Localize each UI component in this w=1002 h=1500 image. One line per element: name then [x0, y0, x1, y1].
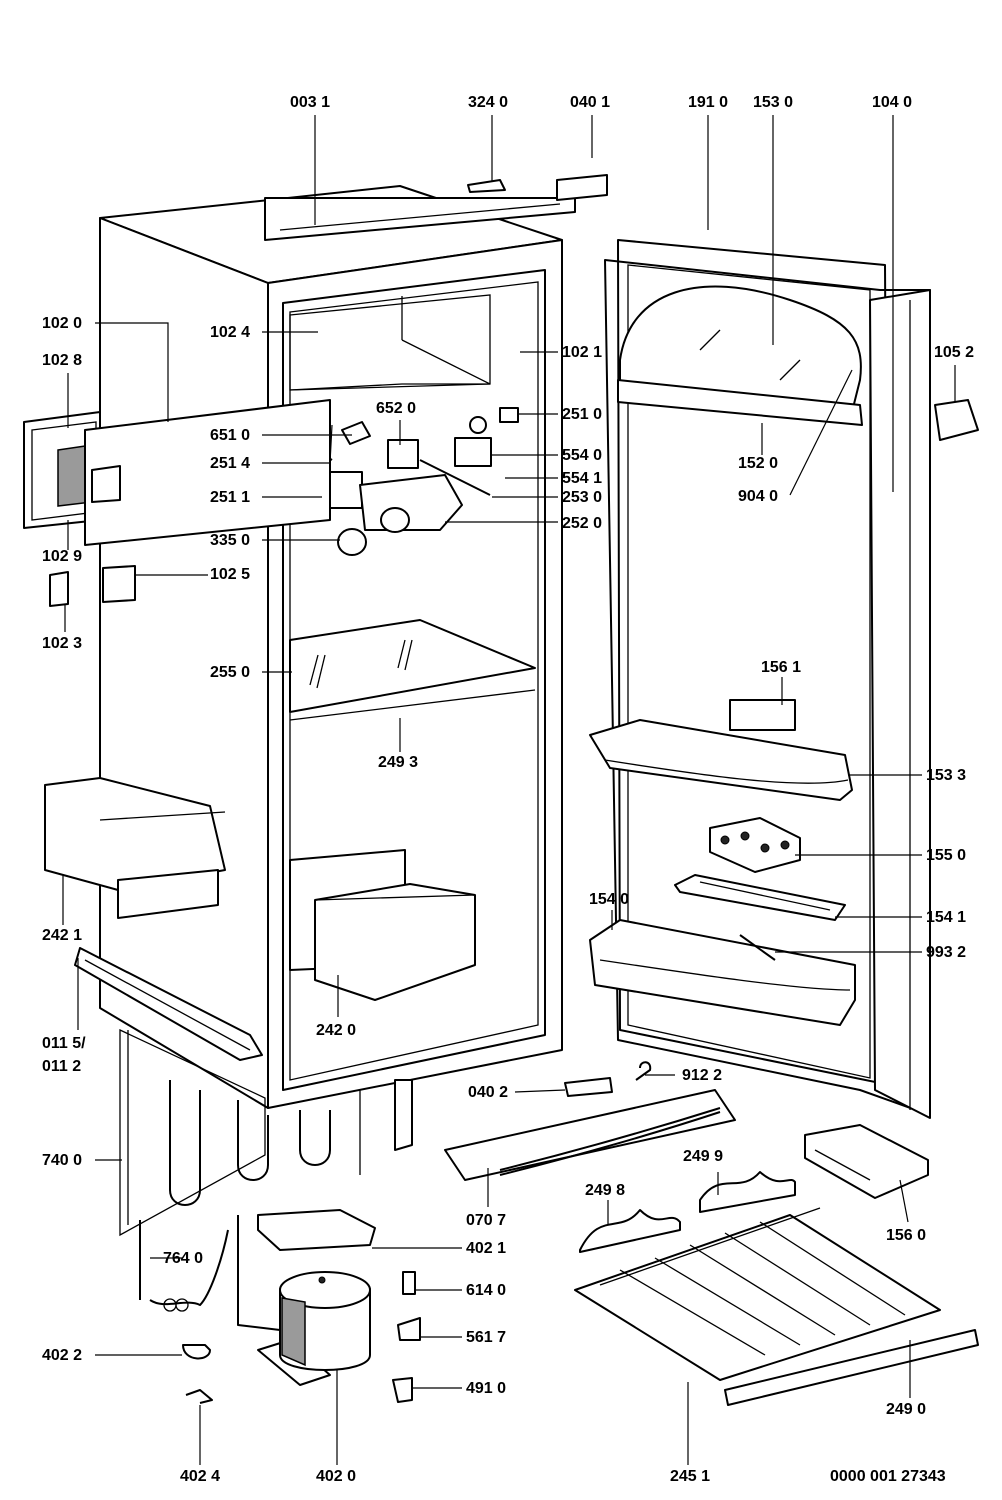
leader-lines [62, 115, 956, 1465]
egg-tray [709, 817, 801, 873]
part-label-040-2: 040 2 [468, 1084, 509, 1101]
part-label-561-7: 561 7 [466, 1329, 507, 1346]
part-label-242-0: 242 0 [316, 1022, 357, 1039]
part-label-764-0: 764 0 [163, 1250, 204, 1267]
light-thermostat-assembly [298, 407, 519, 556]
part-label-249-8: 249 8 [585, 1182, 626, 1199]
compressor [237, 1209, 376, 1386]
part-label-070-7: 070 7 [466, 1212, 507, 1229]
part-label-402-1: 402 1 [466, 1240, 507, 1257]
door-shelf-upper [589, 699, 853, 801]
part-label-152-0: 152 0 [738, 455, 779, 472]
door-butter-compartment [617, 285, 863, 426]
bottom-cover [444, 1089, 736, 1181]
condenser-coils [119, 1028, 413, 1237]
part-label-255-0: 255 0 [210, 664, 251, 681]
part-label-402-4: 402 4 [180, 1468, 221, 1485]
side-panel [23, 399, 331, 607]
part-label-102-9: 102 9 [42, 548, 83, 565]
part-label-011-5: 011 5/ [42, 1035, 86, 1052]
part-label-102-1: 102 1 [562, 344, 603, 361]
hinges [467, 174, 979, 441]
part-label-102-0: 102 0 [42, 315, 83, 332]
part-label-251-1: 251 1 [210, 489, 251, 506]
part-label-554-0: 554 0 [562, 447, 603, 464]
part-label-252-0: 252 0 [562, 515, 603, 532]
part-label-105-2: 105 2 [934, 344, 975, 361]
part-label-102-4: 102 4 [210, 324, 251, 341]
door-rack [674, 874, 846, 921]
door [604, 239, 931, 1119]
small-parts [182, 1061, 652, 1404]
part-label-253-0: 253 0 [562, 489, 603, 506]
capillary-tube [139, 1220, 229, 1312]
part-label-102-5: 102 5 [210, 566, 251, 583]
part-label-740-0: 740 0 [42, 1152, 83, 1169]
part-label-904-0: 904 0 [738, 488, 779, 505]
part-label-191-0: 191 0 [688, 94, 729, 111]
drawing-number: 0000 001 27343 [830, 1468, 946, 1485]
part-label-251-0: 251 0 [562, 406, 603, 423]
part-label-153-3: 153 3 [926, 767, 967, 784]
part-label-154-1: 154 1 [926, 909, 967, 926]
part-label-993-2: 993 2 [926, 944, 967, 961]
glass-shelf [289, 619, 536, 721]
part-label-104-0: 104 0 [872, 94, 913, 111]
part-label-554-1: 554 1 [562, 470, 603, 487]
part-label-249-3: 249 3 [378, 754, 419, 771]
wire-shelf [574, 1171, 979, 1406]
part-label-402-0: 402 0 [316, 1468, 357, 1485]
left-bin [44, 777, 226, 919]
part-label-491-0: 491 0 [466, 1380, 507, 1397]
part-label-242-1: 242 1 [42, 927, 83, 944]
part-label-651-0: 651 0 [210, 427, 251, 444]
part-label-245-1: 245 1 [670, 1468, 711, 1485]
part-label-335-0: 335 0 [210, 532, 251, 549]
part-label-402-2: 402 2 [42, 1347, 83, 1364]
ice-tray [804, 1124, 929, 1199]
part-label-156-0: 156 0 [886, 1227, 927, 1244]
part-label-324-0: 324 0 [468, 94, 509, 111]
part-label-154-0: 154 0 [589, 891, 630, 908]
part-label-614-0: 614 0 [466, 1282, 507, 1299]
part-label-040-1: 040 1 [570, 94, 611, 111]
part-label-153-0: 153 0 [753, 94, 794, 111]
part-label-011-2: 011 2 [42, 1058, 82, 1075]
part-label-251-4: 251 4 [210, 455, 251, 472]
part-label-156-1: 156 1 [761, 659, 802, 676]
vegetable-drawers [289, 849, 476, 1001]
door-shelf-lower [589, 919, 856, 1026]
part-label-102-3: 102 3 [42, 635, 83, 652]
part-label-003-1: 003 1 [290, 94, 331, 111]
part-label-102-8: 102 8 [42, 352, 83, 369]
part-label-155-0: 155 0 [926, 847, 967, 864]
bottom-rail [74, 947, 263, 1061]
part-label-249-9: 249 9 [683, 1148, 724, 1165]
part-label-249-0: 249 0 [886, 1401, 927, 1418]
part-label-912-2: 912 2 [682, 1067, 723, 1084]
part-label-652-0: 652 0 [376, 400, 417, 417]
